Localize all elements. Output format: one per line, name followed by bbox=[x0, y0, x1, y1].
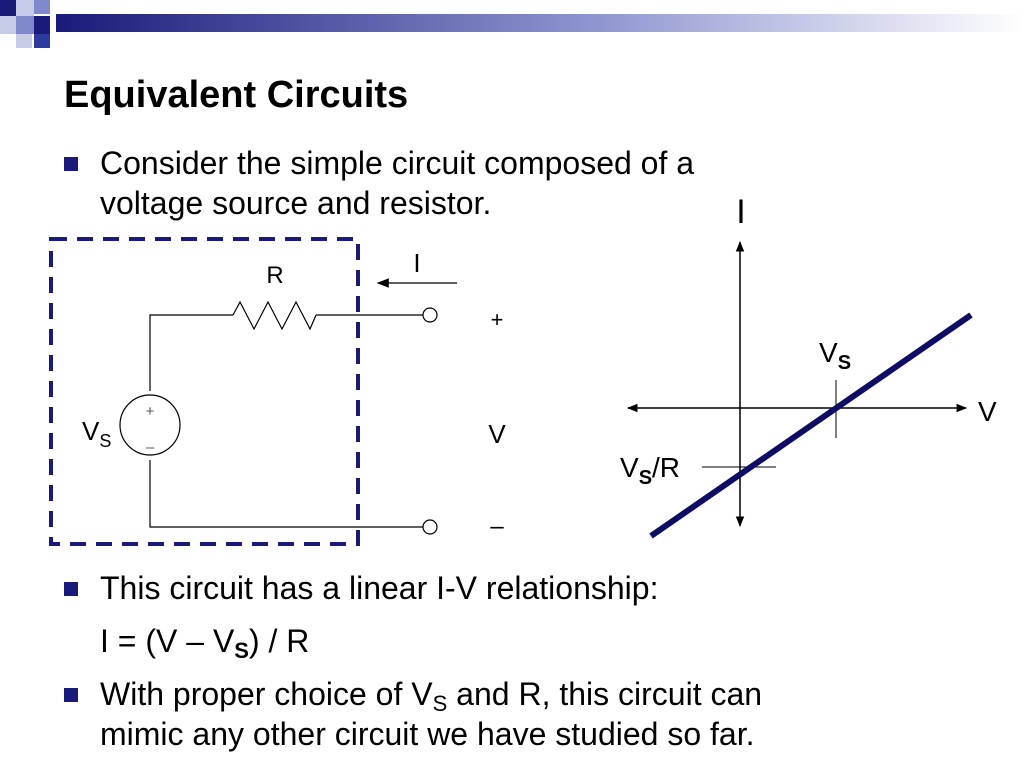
source-label: VS bbox=[82, 416, 111, 451]
equivalent-circuit-box bbox=[49, 237, 360, 546]
bullet-line: Consider the simple circuit composed of … bbox=[100, 145, 695, 181]
bullet-circuit-description: Consider the simple circuit composed of … bbox=[64, 143, 695, 223]
bullet-text-before: With proper choice of V bbox=[100, 676, 433, 712]
source-minus-sign: – bbox=[146, 439, 155, 456]
bullet-marker bbox=[64, 688, 78, 702]
vsr-intercept-label: VS/R bbox=[620, 452, 680, 489]
equation-subscript: S bbox=[234, 638, 249, 663]
resistor-label: R bbox=[266, 262, 283, 289]
voltage-label: V bbox=[488, 419, 506, 449]
source-label-subscript: S bbox=[99, 431, 111, 451]
terminal-plus-label: + bbox=[491, 307, 504, 332]
bullet-linear-relationship: This circuit has a linear I-V relationsh… bbox=[64, 568, 659, 608]
current-label: I bbox=[413, 248, 420, 278]
y-axis-label: I bbox=[736, 193, 745, 231]
iv-line bbox=[649, 312, 973, 539]
bullet-line-2: mimic any other circuit we have studied … bbox=[100, 716, 755, 752]
equation-before: I = (V – V bbox=[100, 623, 235, 659]
bullet-line-1: With proper choice of VS and R, this cir… bbox=[100, 674, 763, 716]
circuit-wires bbox=[149, 314, 423, 528]
bullet-proper-choice: With proper choice of VS and R, this cir… bbox=[64, 674, 763, 754]
vsr-label-suffix: /R bbox=[652, 452, 680, 483]
voltage-source-symbol bbox=[119, 394, 181, 456]
vs-intercept-label: VS bbox=[819, 337, 851, 374]
vsr-label-subscript: S bbox=[639, 467, 652, 489]
equation-after: ) / R bbox=[248, 623, 310, 659]
terminal-top bbox=[422, 307, 438, 323]
vsr-label-main: V bbox=[620, 452, 639, 483]
terminal-bottom bbox=[422, 519, 438, 535]
vs-label-main: V bbox=[819, 337, 838, 368]
x-axis-label: V bbox=[978, 396, 997, 427]
bullet-subscript: S bbox=[432, 691, 448, 716]
bullet-text: This circuit has a linear I-V relationsh… bbox=[100, 570, 659, 606]
iv-equation: I = (V – VS) / R bbox=[100, 621, 310, 663]
resistor-symbol bbox=[232, 300, 317, 331]
bullet-marker bbox=[64, 157, 78, 171]
bullet-marker bbox=[64, 582, 78, 596]
slide-decoration-bar bbox=[0, 0, 1024, 48]
vs-label-subscript: S bbox=[838, 352, 851, 374]
bullet-text-after: and R, this circuit can bbox=[447, 676, 763, 712]
terminal-minus-label: – bbox=[490, 513, 504, 540]
bullet-line: voltage source and resistor. bbox=[100, 185, 492, 221]
slide-title: Equivalent Circuits bbox=[64, 74, 409, 116]
source-plus-sign: + bbox=[146, 403, 155, 420]
source-label-main: V bbox=[82, 416, 100, 446]
